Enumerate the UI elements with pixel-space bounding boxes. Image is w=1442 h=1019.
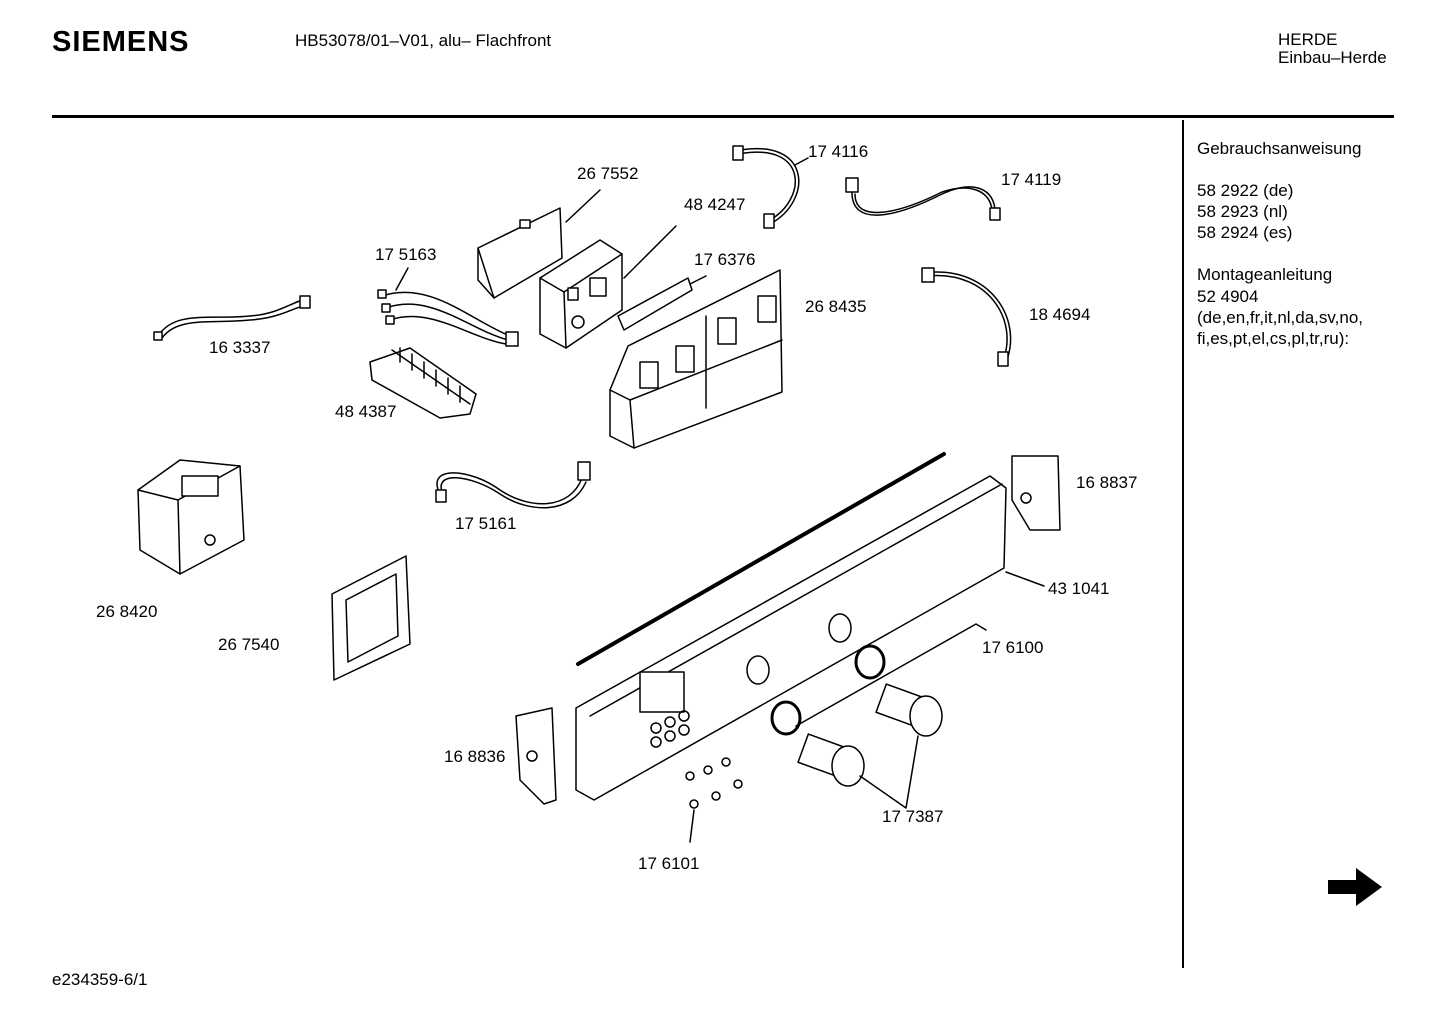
exploded-parts-diagram (137, 145, 1061, 843)
leader-line (794, 157, 809, 166)
cable-163337 (153, 295, 311, 341)
part-label: 48 4387 (335, 402, 397, 421)
part-484247 (539, 239, 623, 349)
arrow-right-icon[interactable] (1326, 866, 1384, 908)
category-line-2: Einbau–Herde (1278, 48, 1387, 67)
part-label: 17 5163 (375, 245, 437, 264)
part-177387 (797, 683, 943, 809)
manual-item: 58 2923 (nl) (1197, 202, 1288, 221)
manual-title: Gebrauchsanweisung (1197, 139, 1362, 158)
harness-175163 (377, 289, 519, 347)
leader-line (395, 267, 409, 291)
part-label: 43 1041 (1048, 579, 1110, 598)
part-label: 17 4116 (808, 142, 869, 161)
leader-line (565, 189, 601, 223)
part-267552 (477, 207, 563, 299)
part-label: 17 7387 (882, 807, 944, 826)
leader-line (623, 225, 677, 279)
part-168836 (515, 707, 557, 805)
part-label: 17 6376 (694, 250, 756, 269)
part-label: 48 4247 (684, 195, 746, 214)
part-label: 17 6101 (638, 854, 700, 873)
cable-184694 (921, 267, 1012, 367)
part-176100 (770, 623, 987, 736)
part-484387 (369, 347, 477, 419)
cable-175161 (435, 461, 591, 509)
part-176101 (685, 757, 743, 843)
part-label: 26 7552 (577, 164, 639, 183)
category: HERDE Einbau–Herde (1278, 31, 1387, 67)
part-267540 (331, 555, 411, 681)
manual-item: 58 2924 (es) (1197, 223, 1293, 242)
part-268435 (609, 269, 783, 449)
manual-item: 58 2922 (de) (1197, 181, 1294, 200)
category-line-1: HERDE (1278, 30, 1338, 49)
part-label: 16 3337 (209, 338, 271, 357)
leader-line (1005, 571, 1045, 587)
part-label: 16 8837 (1076, 473, 1138, 492)
cable-174119 (845, 177, 1001, 221)
part-label: 17 6100 (982, 638, 1044, 657)
header-divider (52, 115, 1394, 118)
cable-174116 (732, 145, 800, 229)
install-langs: (de,en,fr,it,nl,da,sv,no, (1197, 308, 1363, 327)
part-label: 17 5161 (455, 514, 517, 533)
install-title: Montageanleitung (1197, 265, 1333, 284)
part-label: 16 8836 (444, 747, 506, 766)
sidebar-divider (1182, 120, 1184, 968)
leader-line (689, 275, 707, 285)
part-431041 (575, 452, 1007, 801)
part-label: 26 8420 (96, 602, 158, 621)
document-id: e234359-6/1 (52, 970, 148, 989)
part-168837 (1011, 455, 1061, 531)
install-number: 52 4904 (1197, 287, 1259, 306)
part-268420 (137, 459, 245, 575)
part-label: 17 4119 (1001, 170, 1062, 189)
part-label: 26 7540 (218, 635, 280, 654)
part-label: 26 8435 (805, 297, 867, 316)
model-title: HB53078/01–V01, alu– Flachfront (295, 31, 552, 50)
brand-logo: SIEMENS (52, 26, 190, 58)
part-label: 18 4694 (1029, 305, 1091, 324)
install-langs: fi,es,pt,el,cs,pl,tr,ru): (1197, 329, 1350, 348)
part-176376 (617, 277, 693, 331)
